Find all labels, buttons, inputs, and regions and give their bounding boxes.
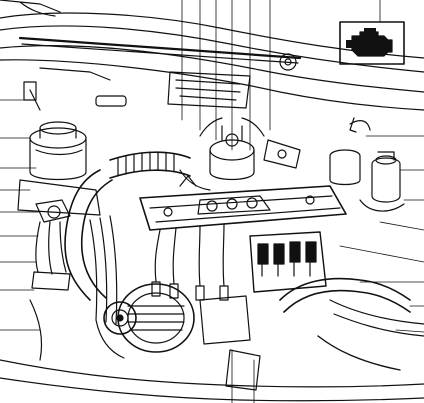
spark-plug-wires	[151, 223, 229, 301]
lower-structure	[0, 295, 424, 402]
radiator-hoses	[279, 277, 424, 371]
callout-lines-top	[181, 0, 381, 151]
callout-lines-left	[0, 99, 41, 331]
coolant-reservoir	[17, 121, 101, 216]
callout-lines-bottom	[231, 349, 255, 403]
ignition-coil-pack	[249, 231, 327, 293]
fuel-injection-unit	[179, 139, 301, 215]
alternator	[103, 283, 195, 353]
power-steering-reservoir	[329, 117, 371, 186]
brake-fluid-reservoir	[359, 151, 405, 212]
air-intake-hose	[64, 151, 191, 301]
fuel-lines	[89, 215, 125, 359]
throttle-body	[31, 199, 71, 291]
valve-cover	[139, 175, 347, 231]
wiper-linkage	[18, 36, 302, 81]
check-engine-icon	[339, 21, 405, 65]
callout-lines-right	[339, 135, 424, 333]
